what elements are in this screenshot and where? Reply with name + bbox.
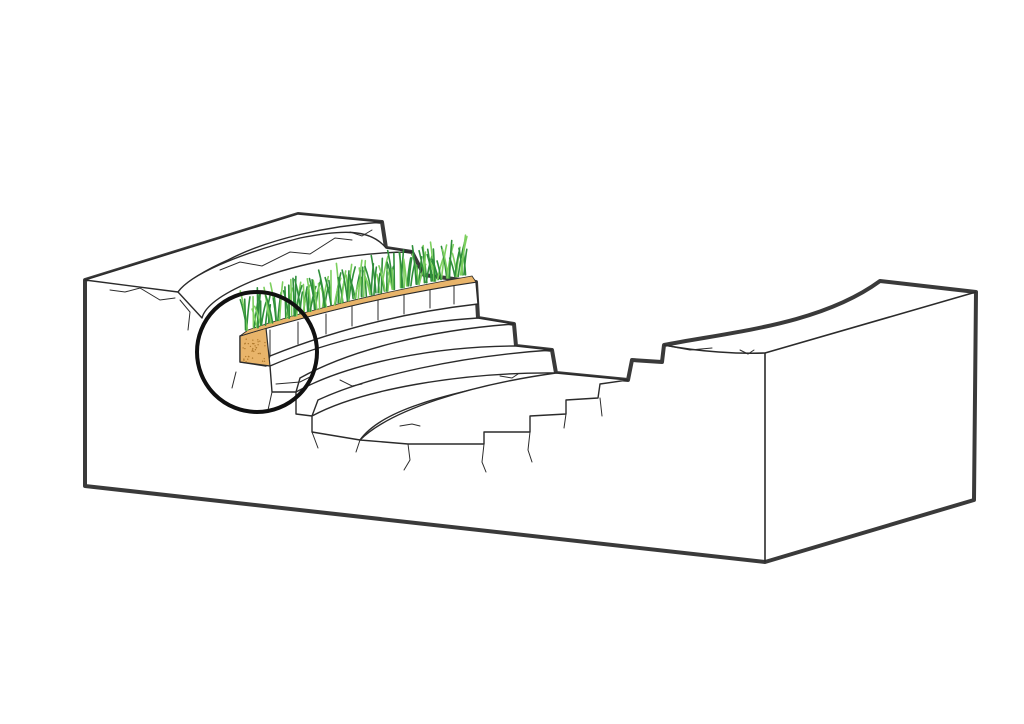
soil-dot [243, 360, 244, 361]
grass-blade [394, 253, 395, 289]
soil-dot [255, 349, 256, 350]
soil-dot [262, 361, 263, 362]
soil-dot [257, 339, 258, 340]
grass-blade [362, 267, 363, 296]
soil-dot [252, 349, 253, 350]
soil-dot [258, 353, 259, 354]
soil-dot [252, 348, 253, 349]
soil-dot [244, 348, 245, 349]
soil-dot [250, 346, 251, 347]
soil-dot [257, 341, 258, 342]
soil-dot [257, 344, 258, 345]
soil-dot [252, 339, 253, 340]
grass-blade [245, 299, 246, 330]
soil-dot [245, 356, 246, 357]
soil-dot [254, 345, 255, 346]
soil-dot [245, 361, 246, 362]
soil-dot [264, 342, 265, 343]
soil-dot [248, 356, 249, 357]
soil-dot [246, 339, 247, 340]
soil-dot [264, 345, 265, 346]
soil-dot [242, 347, 243, 348]
soil-dot [253, 351, 254, 352]
soil-dot [245, 343, 246, 344]
soil-dot [252, 357, 253, 358]
grass-blade [291, 280, 292, 316]
soil-dot [259, 340, 260, 341]
soil-dot [253, 343, 254, 344]
soil-dot [259, 353, 260, 354]
soil-dot [251, 351, 252, 352]
soil-dot [264, 361, 265, 362]
soil-dot [248, 343, 249, 344]
soil-dot [247, 359, 248, 360]
soil-dot [264, 358, 265, 359]
soil-dot [256, 347, 257, 348]
